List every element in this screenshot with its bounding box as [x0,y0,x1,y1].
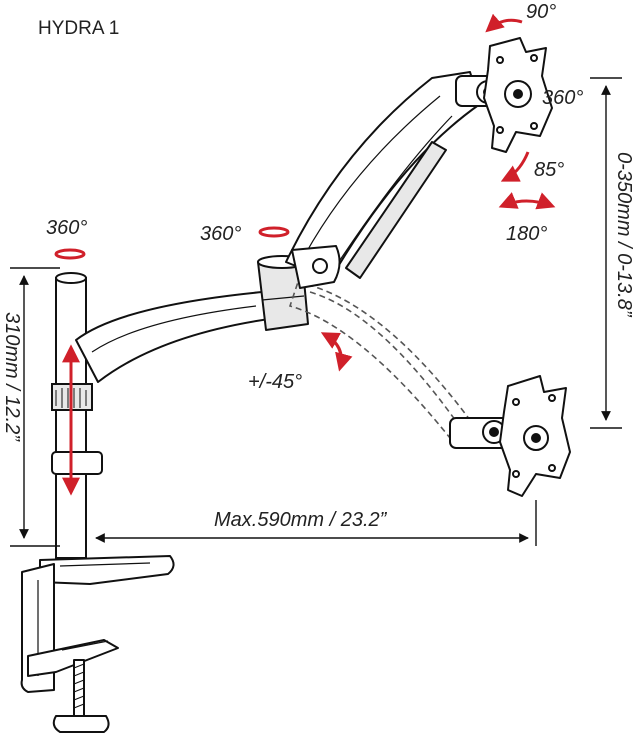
rotate-joint-arrow [258,226,290,238]
vesa-plate [483,37,553,153]
support-pole [51,272,103,559]
desk-clamp [20,555,175,733]
label-max-reach: Max.590mm / 23.2” [214,509,388,531]
diagram-title: HYDRA 1 [38,18,119,39]
tilt-arm-arrow [320,332,353,372]
label-tilt-85: 85° [534,159,564,181]
dimension-lines [10,77,622,547]
tilt-85-arrow [500,151,530,182]
label-tilt-arm: +/-45° [248,371,302,393]
label-rotate-joint: 360° [200,223,241,245]
label-tilt-90: 90° [526,1,556,23]
label-swivel-180: 180° [506,223,547,245]
rotation-indicators [54,13,556,372]
label-height-range: 0-350mm / 0-13.8” [613,152,635,318]
lowered-vesa-plate [499,375,571,497]
rotate-pole-arrow [54,248,86,260]
label-pole-height: 310mm / 12.2” [1,312,23,442]
lowered-head-bracket [449,417,509,449]
swivel-180-arrow [498,192,556,210]
tilt-90-arrow [485,13,523,33]
gas-spring-arm [285,71,481,289]
lowered-arm-ghost [288,281,472,440]
label-rotate-pole: 360° [46,217,87,239]
label-rotate-head: 360° [542,87,583,109]
lower-arm [75,255,309,383]
